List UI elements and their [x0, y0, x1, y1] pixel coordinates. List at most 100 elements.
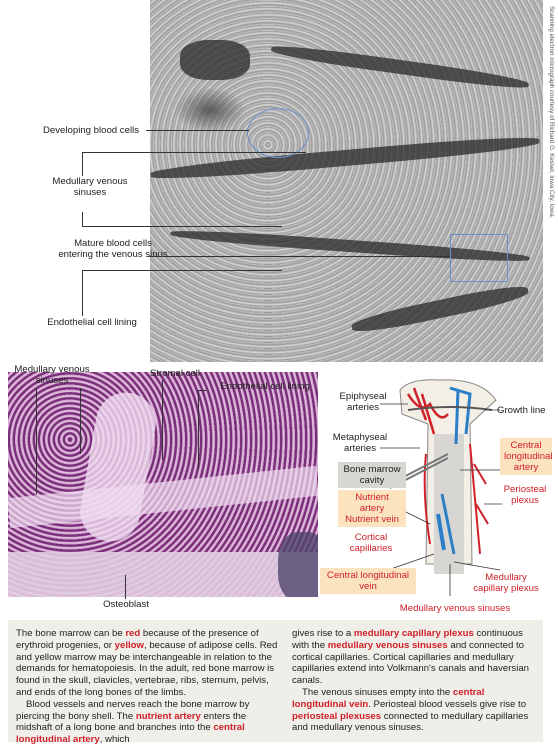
marrow-cavity-shape [434, 434, 464, 574]
diagram-leader-lines [380, 403, 502, 596]
caption-column-1: The bone marrow can be red because of th… [16, 628, 278, 746]
bone-dark-region [278, 532, 318, 597]
growth-line-shape [407, 406, 493, 411]
leader-line [80, 388, 81, 454]
label-line: Epiphyseal [339, 391, 387, 402]
periosteal-plexus-shape [469, 443, 489, 555]
caption-paragraph: The bone marrow can be red because of th… [16, 628, 278, 699]
label-epiphyseal-arteries: Epiphyseal arteries [338, 391, 388, 413]
label-nutrient-vessels: Nutrient artery Nutrient vein [338, 490, 406, 527]
caption-text-panel: The bone marrow can be red because of th… [8, 620, 543, 745]
label-medullary-venous-sinuses-diagram: Medullary venous sinuses [399, 603, 511, 614]
caption-paragraph: Blood vessels and nerves reach the bone … [16, 699, 278, 746]
label-bone-marrow-cavity: Bone marrow cavity [338, 462, 406, 488]
caption-column-2: gives rise to a medullary capillary plex… [292, 628, 538, 734]
text-run: connected to medullary capillaries and m… [292, 710, 529, 734]
bone-vasculature-diagram [380, 379, 502, 596]
leader-line [162, 380, 163, 460]
leader-line [36, 388, 37, 494]
label-line: Medullary [485, 572, 527, 583]
label-line: arteries [344, 443, 376, 454]
label-line: sinuses [35, 375, 69, 386]
label-nutrient-artery: Nutrient artery [355, 492, 389, 514]
caption-paragraph: gives rise to a medullary capillary plex… [292, 628, 538, 687]
term-medullary-capillary-plexus: medullary capillary plexus [353, 628, 474, 639]
label-line: Medullary venous [52, 176, 128, 187]
sinus-lumen [8, 465, 318, 529]
label-line: sinuses [73, 187, 107, 198]
term-yellow: yellow [114, 639, 144, 651]
text-run: , which [99, 734, 130, 746]
label-growth-line: Growth line [497, 405, 546, 416]
mature-cells-box [450, 234, 508, 282]
caption-paragraph: The venous sinuses empty into the centra… [292, 687, 538, 734]
label-line: Metaphyseal [332, 432, 388, 443]
medullary-sinus-shape [436, 513, 446, 551]
label-line: Cortical [354, 532, 388, 543]
label-stromal-cell: Stromal cell [149, 368, 201, 379]
text-run: The bone marrow can be [16, 628, 126, 639]
text-run: The venous sinuses empty into the [302, 686, 453, 698]
sem-micrograph [150, 0, 543, 362]
sinus-dark-region [150, 133, 540, 183]
histology-micrograph [8, 372, 318, 597]
label-line: Bone marrow [343, 464, 401, 475]
label-line: capillary plexus [473, 583, 539, 594]
developing-cells-ellipse [247, 108, 309, 158]
text-run: . Periosteal blood vessels give rise to [368, 698, 527, 710]
label-endothelial-cell-lining-sem: Endothelial cell lining [47, 317, 137, 328]
leader-line [82, 226, 282, 227]
label-osteoblast: Osteoblast [103, 599, 149, 610]
label-nutrient-vein: Nutrient vein [345, 514, 399, 525]
text-run: and connected to cortical capillaries. C… [292, 639, 530, 687]
term-central-longitudinal-artery: central longitudinal artery [16, 722, 245, 746]
leader-line [146, 130, 249, 131]
epiphyseal-artery-shape [406, 387, 449, 435]
label-line: vein [359, 581, 377, 592]
label-medullary-venous-sinuses-histo: Medullary venous sinuses [4, 364, 100, 386]
leader-line [82, 270, 282, 271]
label-periosteal-plexus: Periosteal plexus [500, 484, 550, 506]
text-run: because of the presence of erythroid pro… [16, 628, 259, 651]
label-cortical-capillaries: Cortical capillaries [346, 532, 396, 554]
term-central-longitudinal-vein: central longitudinal vein [292, 686, 485, 710]
label-line: Mature blood cells [74, 238, 152, 249]
label-line: entering the venous sinus [58, 249, 168, 260]
label-line: Medullary venous [14, 364, 90, 375]
label-line: capillaries [349, 543, 393, 554]
sinus-dark-region [270, 41, 530, 93]
label-line: Periosteal [503, 484, 547, 495]
label-mature-blood-cells: Mature blood cells entering the venous s… [48, 238, 178, 260]
label-line: plexus [511, 495, 539, 506]
leader-line [148, 256, 450, 257]
label-endothelial-cell-lining-histo: Endothelial cell lining [220, 381, 310, 392]
leader-line [125, 575, 126, 599]
text-run: , because of adipose cells. Red and yell… [16, 639, 278, 698]
cortical-capillaries-shape [423, 453, 431, 545]
term-red: red [125, 628, 141, 639]
label-line: cavity [359, 475, 385, 486]
text-run: continuous with the [292, 628, 523, 651]
leader-line [82, 270, 83, 316]
label-line: artery [513, 462, 539, 473]
image-credit: Scanning electron micrograph courtesy of… [548, 6, 555, 219]
label-developing-blood-cells: Developing blood cells [43, 125, 139, 136]
term-nutrient-artery: nutrient artery [135, 710, 201, 722]
venous-shape [440, 386, 472, 555]
label-line: Central longitudinal [326, 570, 410, 581]
text-run: gives rise to a [292, 628, 354, 639]
label-line: arteries [347, 402, 379, 413]
leader-line [198, 390, 199, 470]
sinus-lumen [75, 387, 161, 547]
text-run: Blood vessels and nerves reach the bone … [16, 698, 250, 722]
sinus-dark-region [350, 281, 530, 337]
term-medullary-venous-sinuses: medullary venous sinuses [327, 639, 448, 651]
label-line: longitudinal [504, 451, 553, 462]
label-metaphyseal-arteries: Metaphyseal arteries [332, 432, 388, 454]
text-run: enters the midshaft of a long bone and b… [16, 710, 247, 734]
leader-line [198, 390, 206, 391]
label-central-longitudinal-artery: Central longitudinal artery [500, 438, 553, 475]
label-central-longitudinal-vein: Central longitudinal vein [320, 568, 416, 594]
label-line: Central [510, 440, 542, 451]
leader-line [82, 152, 83, 176]
